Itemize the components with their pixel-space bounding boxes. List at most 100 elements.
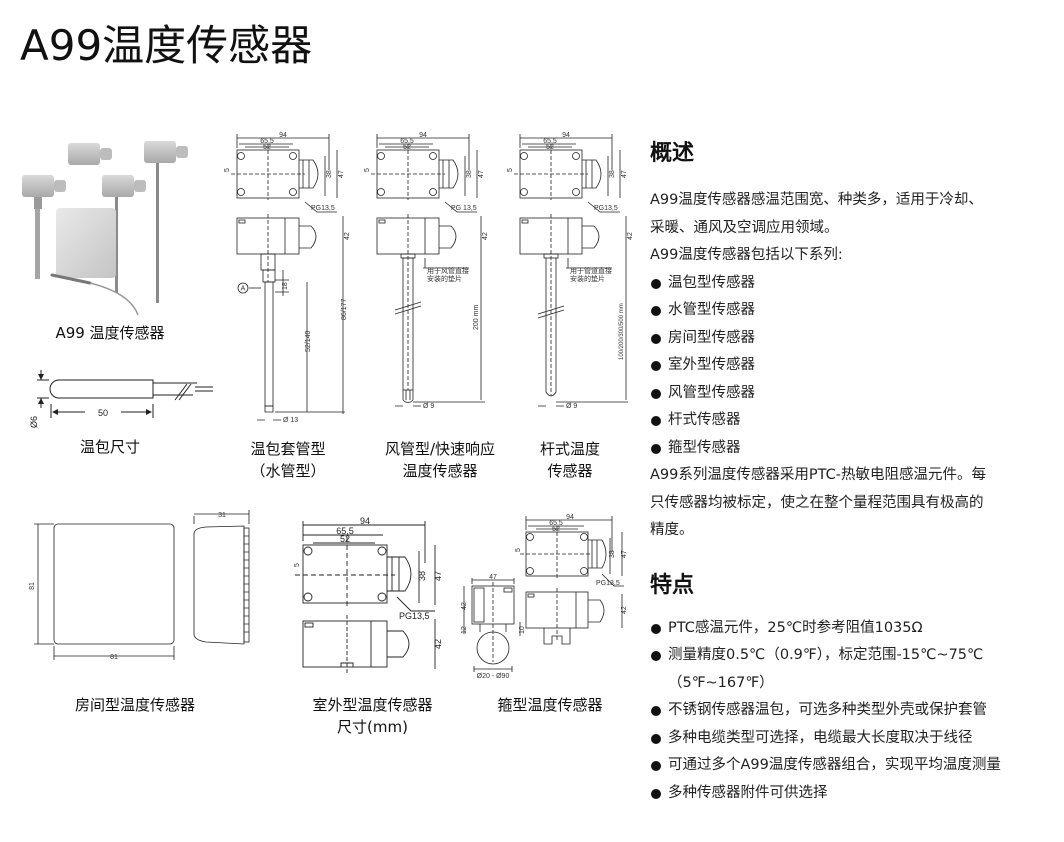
bullet-icon <box>650 380 668 408</box>
desc-line-2: 只传感器均被标定，使之在整个量程范围具有极高的 <box>650 494 984 511</box>
overview-heading: 概述 <box>650 141 695 166</box>
dim-gland: PG13,5 <box>594 205 618 212</box>
dim-hole-span: 65,5 <box>336 526 354 536</box>
bullet-icon <box>650 407 668 435</box>
desc-line-1: A99系列温度传感器采用PTC-热敏电阻感温元件。每 <box>650 467 986 483</box>
dim-height-outer: 47 <box>621 170 628 178</box>
room-type-drawing: 81 81 31 <box>29 510 255 670</box>
feature-item: PTC感温元件，25℃时参考阻值1035Ω <box>650 615 1055 643</box>
caption-line-2: （水管型） <box>250 462 326 480</box>
dim-inner-span: 52 <box>263 144 271 151</box>
strap-type-drawing: 94 65,5 52 5 38 47 PG13,5 42 47 42 12 10… <box>460 512 640 682</box>
immersion-type-drawing: A 94 65,5 52 5 38 47 PG13,5 42 18 52/140… <box>224 130 355 430</box>
outdoor-type-drawing: 94 65,5 52 5 38 47 PG13,5 42 <box>294 515 445 685</box>
bullet-icon <box>650 435 668 463</box>
dim-height: 81 <box>29 582 36 590</box>
features-list: PTC感温元件，25℃时参考阻值1035Ω 测量精度0.5℃（0.9℉），标定范… <box>650 615 1055 808</box>
bullet-icon <box>650 697 668 725</box>
bullet-icon <box>650 615 668 643</box>
duct-type-caption: 风管型/快速响应 温度传感器 <box>370 438 510 482</box>
feature-item: 多种电缆类型可选择，电缆最大长度取决于线径 <box>650 725 1055 753</box>
bullet-icon <box>650 752 668 780</box>
bullet-icon <box>650 270 668 298</box>
dim-depth: 42 <box>433 639 443 649</box>
intro-line-1: A99温度传感器感温范围宽、种类多，适用于冷却、 <box>650 192 983 208</box>
bullet-icon <box>650 725 668 753</box>
dim-height-outer: 47 <box>621 550 628 558</box>
dim-clamp-gap: 10 <box>519 626 526 634</box>
dim-hole-span: 65,5 <box>543 138 557 145</box>
feature-item: 不锈钢传感器温包，可选多种类型外壳或保护套管 <box>650 697 1055 725</box>
room-sensor-box <box>56 208 116 278</box>
product-photo-caption: A99 温度传感器 <box>55 324 165 342</box>
caption-line-2: 温度传感器 <box>402 462 478 480</box>
dim-side-width: 47 <box>489 574 497 581</box>
dim-thread: 18 <box>282 282 289 290</box>
overview-description: A99系列温度传感器采用PTC-热敏电阻感温元件。每 只传感器均被标定，使之在整… <box>650 462 1055 545</box>
dim-depth: 42 <box>627 232 634 240</box>
dim-gland: PG13,5 <box>311 205 335 212</box>
dim-depth: 31 <box>218 512 226 519</box>
desc-line-3: 精度。 <box>650 522 694 538</box>
dim-height-inner: 38 <box>609 170 616 178</box>
dim-inner-span: 52 <box>552 526 560 533</box>
dim-height-inner: 38 <box>326 170 333 178</box>
dim-hole-span: 65,5 <box>400 138 414 145</box>
series-intro: A99温度传感器包括以下系列: <box>650 247 843 263</box>
dim-inner-span: 52 <box>340 534 350 544</box>
strap-type-caption: 箍型温度传感器 <box>497 696 603 714</box>
mounting-note-line-2: 安装的垫片 <box>427 274 462 283</box>
dim-offset: 5 <box>364 168 371 172</box>
dim-length-long: 86/177 <box>341 298 348 320</box>
dim-diameter: Ø 9 <box>566 403 577 410</box>
series-item: 温包型传感器 <box>650 270 1055 298</box>
caption-line-2: 传感器 <box>547 462 593 480</box>
caption-line-1: 风管型/快速响应 <box>384 440 496 458</box>
dim-width: 81 <box>110 654 118 661</box>
dim-height-outer: 47 <box>433 571 443 581</box>
duct-sensor <box>102 175 146 293</box>
immersion-sensor <box>22 175 66 279</box>
product-photo <box>10 135 210 316</box>
bulb-dimension-drawing: 50 Ø6 <box>25 370 215 430</box>
rod-type-caption: 杆式温度 传感器 <box>520 438 620 482</box>
series-item: 箍型传感器 <box>650 435 1055 463</box>
series-item: 室外型传感器 <box>650 352 1055 380</box>
dim-width: 94 <box>360 516 370 526</box>
series-item: 风管型传感器 <box>650 380 1055 408</box>
bulb-sensor <box>50 273 139 316</box>
dim-gland: PG13,5 <box>596 580 620 587</box>
dim-width: 94 <box>566 514 574 521</box>
dim-gland: PG13,5 <box>399 611 430 621</box>
dim-height-outer: 47 <box>338 170 345 178</box>
dim-gland: PG 13,5 <box>451 205 477 212</box>
bulb-diameter-label: Ø6 <box>29 416 39 428</box>
feature-item: 测量精度0.5℃（0.9℉），标定范围-15℃~75℃（5℉~167℉） <box>650 642 1055 697</box>
rod-type-drawing: 94 65,5 52 5 38 47 PG13,5 42 用于管道直接 安装的垫… <box>507 130 638 420</box>
feature-item: 可通过多个A99温度传感器组合，实现平均温度测量 <box>650 752 1055 780</box>
dim-width: 94 <box>279 132 287 139</box>
dim-inner-span: 52 <box>403 144 411 151</box>
dim-width: 94 <box>419 132 427 139</box>
dim-offset: 5 <box>294 563 301 567</box>
caption-line-2: 尺寸(mm) <box>337 718 408 736</box>
dim-offset: 5 <box>224 168 231 172</box>
dim-offset: 5 <box>515 548 522 552</box>
overview-intro: A99温度传感器感温范围宽、种类多，适用于冷却、 采暖、通风及空调应用领域。 A… <box>650 187 1055 270</box>
caption-line-1: 室外型温度传感器 <box>312 696 433 714</box>
outdoor-type-caption: 室外型温度传感器 尺寸(mm) <box>300 694 445 738</box>
caption-line-1: 杆式温度 <box>539 440 600 458</box>
dim-length: 100/200/300/500 mm <box>619 303 625 360</box>
series-list: 温包型传感器 水管型传感器 房间型传感器 室外型传感器 风管型传感器 杆式传感器… <box>650 270 1055 463</box>
dim-side-height: 42 <box>461 602 468 610</box>
dim-length-short: 52/140 <box>305 330 312 352</box>
dim-hole-span: 65,5 <box>549 520 563 527</box>
dim-depth: 42 <box>482 232 489 240</box>
dim-length: 200 mm <box>473 305 480 330</box>
dim-height-inner: 38 <box>417 571 427 581</box>
intro-line-2: 采暖、通风及空调应用领域。 <box>650 219 839 236</box>
mounting-note-line-1: 用于风管直接 <box>427 266 469 275</box>
sensor-head <box>68 143 112 165</box>
dim-depth: 42 <box>621 606 628 614</box>
series-item: 房间型传感器 <box>650 325 1055 353</box>
